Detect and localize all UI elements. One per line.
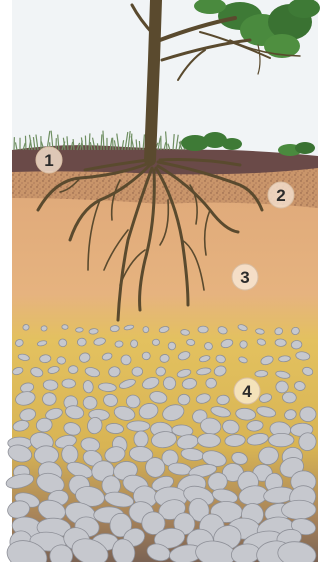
marker-2: 2 [268, 182, 294, 208]
marker-4: 4 [234, 378, 260, 404]
stone [152, 339, 160, 346]
stone [281, 500, 316, 520]
stone [62, 379, 76, 388]
grass-blade [85, 136, 86, 150]
stone [130, 340, 137, 348]
stone [68, 365, 78, 373]
stone [127, 421, 150, 431]
stone [41, 325, 48, 331]
marker-4-label: 4 [242, 382, 252, 401]
stone [206, 378, 217, 388]
stone [134, 431, 148, 447]
stone [121, 355, 132, 366]
grass-blade [97, 143, 98, 150]
stone [268, 433, 294, 447]
grass-blade [136, 139, 137, 150]
stone [143, 326, 149, 332]
stone [180, 329, 189, 336]
marker-1: 1 [36, 147, 62, 173]
stone [275, 339, 287, 347]
marker-3: 3 [232, 264, 258, 290]
stone [110, 325, 120, 332]
stones [3, 324, 318, 562]
stone [22, 324, 29, 331]
grass-blade [139, 141, 140, 150]
stone [278, 355, 290, 362]
stone [142, 352, 150, 360]
stone [132, 367, 143, 377]
stone [115, 341, 124, 348]
stone [198, 326, 208, 333]
grass-blade [25, 136, 26, 150]
stone [197, 433, 220, 448]
stone [300, 407, 316, 422]
stone [89, 328, 99, 334]
marker-2-label: 2 [276, 186, 285, 205]
stone [62, 324, 69, 329]
marker-3-label: 3 [240, 268, 249, 287]
marker-1-label: 1 [44, 151, 53, 170]
stone [255, 370, 268, 377]
stone [75, 328, 83, 333]
